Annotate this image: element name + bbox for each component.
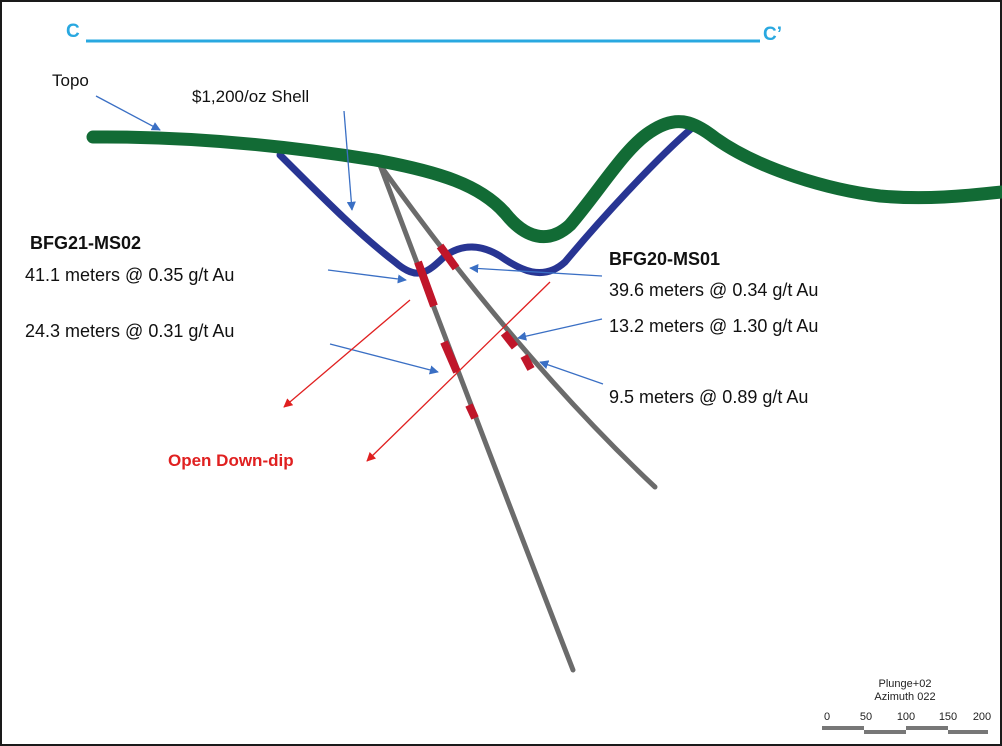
hole-right-intercept-2: 13.2 meters @ 1.30 g/t Au xyxy=(609,316,818,336)
intercept-bfg21-2 xyxy=(440,340,461,374)
hole-left-intercept-1: 41.1 meters @ 0.35 g/t Au xyxy=(25,265,234,285)
scale-segment-1 xyxy=(822,726,864,730)
shell-arrow xyxy=(343,110,356,211)
section-end-label: C’ xyxy=(763,24,782,45)
scale-tick-100: 100 xyxy=(897,711,915,723)
hole-right-intercept-3: 9.5 meters @ 0.89 g/t Au xyxy=(609,387,808,407)
intercept-bfg20-1 xyxy=(436,243,460,271)
topo-line xyxy=(86,115,1002,244)
hole-left-intercept-2: 24.3 meters @ 0.31 g/t Au xyxy=(25,321,234,341)
open-dip-arrow-1 xyxy=(283,299,411,408)
hole-right-name: BFG20-MS01 xyxy=(609,249,720,269)
scale-segment-3 xyxy=(906,726,948,730)
intercept-arrow-41-1 xyxy=(327,269,407,284)
intercept-arrow-13-2 xyxy=(517,318,603,341)
scale-bar: Plunge+02 Azimuth 022 0 50 100 150 200 xyxy=(822,678,991,734)
drillhole-bfg21-ms02 xyxy=(377,162,576,673)
hole-right-intercept-1: 39.6 meters @ 0.34 g/t Au xyxy=(609,280,818,300)
pit-shell xyxy=(276,124,696,277)
topo-label: Topo xyxy=(52,71,89,90)
open-down-dip-label: Open Down-dip xyxy=(168,451,294,470)
intercept-arrow-24-3 xyxy=(329,343,439,375)
intercept-bfg21-1 xyxy=(414,260,438,308)
shell-label: $1,200/oz Shell xyxy=(192,87,309,106)
topo-arrow xyxy=(95,95,161,131)
intercept-arrow-9-5 xyxy=(539,360,604,385)
intercept-bfg21-3 xyxy=(465,403,479,420)
scale-tick-200: 200 xyxy=(973,711,991,723)
drillhole-bfg20-ms01 xyxy=(377,162,658,490)
scale-segment-2 xyxy=(864,730,906,734)
scale-tick-150: 150 xyxy=(939,711,957,723)
scale-tick-0: 0 xyxy=(824,711,830,723)
section-start-label: C xyxy=(66,21,80,42)
intercept-bfg20-3 xyxy=(520,354,535,371)
azimuth-label: Azimuth 022 xyxy=(874,691,935,703)
plunge-label: Plunge+02 xyxy=(879,678,932,690)
scale-tick-50: 50 xyxy=(860,711,872,723)
hole-left-name: BFG21-MS02 xyxy=(30,233,141,253)
open-dip-arrow-2 xyxy=(366,281,551,462)
scale-segment-4 xyxy=(948,730,988,734)
intercept-bfg20-2 xyxy=(500,330,519,350)
intercept-arrow-39-6 xyxy=(469,263,603,277)
